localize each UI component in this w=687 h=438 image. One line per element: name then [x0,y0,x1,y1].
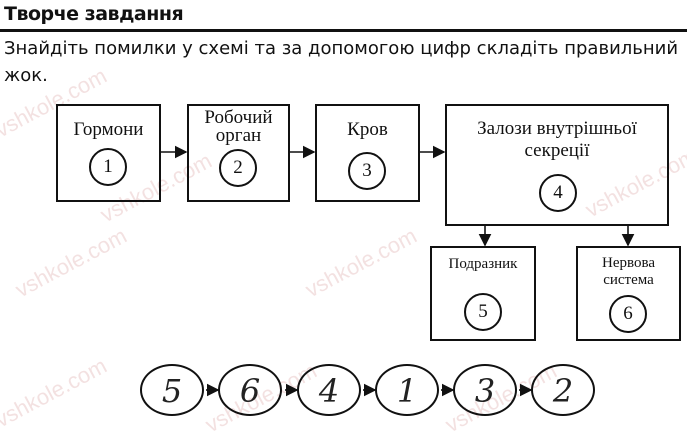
box-number: 1 [89,148,127,186]
diagram-arrows [161,145,635,397]
answer-circle: 5 [140,364,204,416]
box-label: Нервова [601,255,655,271]
box-label: орган [215,125,262,146]
task-line: Знайдіть помилки у схемі та за допомогою… [4,38,679,59]
box-label: система [603,272,654,288]
box-number: 2 [219,149,257,187]
box-effector-organ: Робочий орган 2 [187,104,290,202]
box-label: Подразник [448,256,518,272]
box-number: 3 [348,152,386,190]
answer-circle: 3 [453,364,517,416]
title-rule [0,29,687,32]
box-stimulus: Подразник 5 [430,246,536,341]
answer-circle: 2 [531,364,595,416]
answer-circle: 1 [375,364,439,416]
box-label: Робочий [204,107,273,128]
box-number: 6 [609,295,647,333]
box-number: 4 [539,174,577,212]
box-label: Залози внутрішньої [477,118,637,139]
box-nervous-system: Нервова система 6 [576,246,681,341]
box-label: Гормони [73,119,144,140]
box-endocrine-glands: Залози внутрішньої секреції 4 [445,104,669,226]
task-text: Знайдіть помилки у схемі та за допомогою… [4,35,687,89]
box-label: секреції [524,140,590,161]
section-title: Творче завдання [4,3,184,25]
answer-circle: 6 [218,364,282,416]
task-line: жок. [4,65,48,86]
answer-circle: 4 [297,364,361,416]
box-number: 5 [464,293,502,331]
box-blood: Кров 3 [315,104,420,202]
box-hormones: Гормони 1 [56,104,161,202]
box-label: Кров [347,119,388,140]
